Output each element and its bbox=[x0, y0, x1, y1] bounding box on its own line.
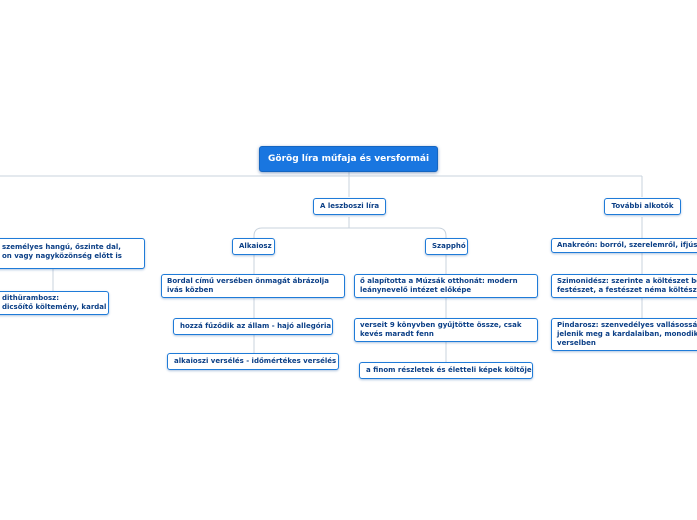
sappho-item-fine-details-label: a finom részletek és életteli képek költ… bbox=[366, 366, 532, 374]
further-item-simonides[interactable]: Szimonidész: szerinte a költészet be fes… bbox=[551, 274, 697, 298]
alkaios-item-ship-allegory[interactable]: hozzá fűződik az állam - hajó allegória bbox=[173, 318, 333, 335]
branch-lesbos-node[interactable]: A leszboszi líra bbox=[313, 198, 386, 215]
sappho-item-muses-home-line1: ő alapította a Múzsák otthonát: modern bbox=[360, 277, 518, 285]
branch-further-node[interactable]: További alkotók bbox=[604, 198, 681, 215]
branch-further-label: További alkotók bbox=[611, 202, 674, 210]
sappho-item-muses-home-line2: leánynevelő intézet előképe bbox=[360, 286, 472, 294]
root-label: Görög líra műfaja és versformái bbox=[268, 154, 430, 164]
further-item-pindar-line2: jelenik meg a kardalaiban, monodik bbox=[557, 330, 697, 338]
left-node-personal-song[interactable]: személyes hangú, őszinte dal, on vagy na… bbox=[0, 238, 145, 269]
alkaios-item-drinking-song[interactable]: Bordal című versében önmagát ábrázolja i… bbox=[161, 274, 345, 298]
alkaios-item-ship-allegory-label: hozzá fűződik az állam - hajó allegória bbox=[180, 322, 332, 330]
left-node-dithyramb[interactable]: dithürambosz: dicsőítő költemény, kardal bbox=[0, 291, 109, 315]
further-item-pindar-line1: Pindarosz: szenvedélyes vallásosság bbox=[557, 321, 697, 329]
alkaios-item-metre[interactable]: alkaioszi versélés - időmértékes versélé… bbox=[167, 353, 339, 370]
branch-lesbos-label: A leszboszi líra bbox=[320, 202, 380, 210]
link-lesbos-alkaios bbox=[253, 227, 349, 238]
further-item-simonides-line2: festészet, a festészet néma költésze bbox=[557, 286, 697, 294]
branch-sappho-label: Szapphó bbox=[432, 242, 466, 250]
further-item-simonides-line1: Szimonidész: szerinte a költészet be bbox=[557, 277, 697, 285]
left-node-dithyramb-line2: dicsőítő költemény, kardal bbox=[2, 303, 107, 311]
sappho-item-nine-books-line1: verseit 9 könyvben gyűjtötte össze, csak bbox=[360, 321, 522, 329]
link-lesbos-sappho bbox=[349, 227, 447, 238]
further-item-anacreon[interactable]: Anakreón: borról, szerelemről, ifjús bbox=[551, 238, 697, 253]
left-node-personal-song-line2: on vagy nagyközönség előtt is bbox=[2, 252, 122, 260]
branch-sappho-node[interactable]: Szapphó bbox=[425, 238, 468, 255]
left-node-dithyramb-line1: dithürambosz: bbox=[2, 294, 60, 302]
branch-alkaios-node[interactable]: Alkaiosz bbox=[232, 238, 275, 255]
left-node-personal-song-line1: személyes hangú, őszinte dal, bbox=[2, 243, 121, 251]
sappho-item-fine-details[interactable]: a finom részletek és életteli képek költ… bbox=[359, 362, 533, 379]
further-item-anacreon-label: Anakreón: borról, szerelemről, ifjús bbox=[557, 241, 697, 249]
root-node[interactable]: Görög líra műfaja és versformái bbox=[259, 146, 438, 172]
further-item-pindar[interactable]: Pindarosz: szenvedélyes vallásosság jele… bbox=[551, 318, 697, 351]
sappho-item-nine-books[interactable]: verseit 9 könyvben gyűjtötte össze, csak… bbox=[354, 318, 538, 342]
further-item-pindar-line3: verselben bbox=[557, 339, 596, 347]
sappho-item-muses-home[interactable]: ő alapította a Múzsák otthonát: modern l… bbox=[354, 274, 538, 298]
alkaios-item-metre-label: alkaioszi versélés - időmértékes versélé… bbox=[174, 357, 337, 365]
sappho-item-nine-books-line2: kevés maradt fenn bbox=[360, 330, 434, 338]
alkaios-item-drinking-song-line2: ivás közben bbox=[167, 286, 214, 294]
alkaios-item-drinking-song-line1: Bordal című versében önmagát ábrázolja bbox=[167, 277, 329, 285]
branch-alkaios-label: Alkaiosz bbox=[239, 242, 272, 250]
